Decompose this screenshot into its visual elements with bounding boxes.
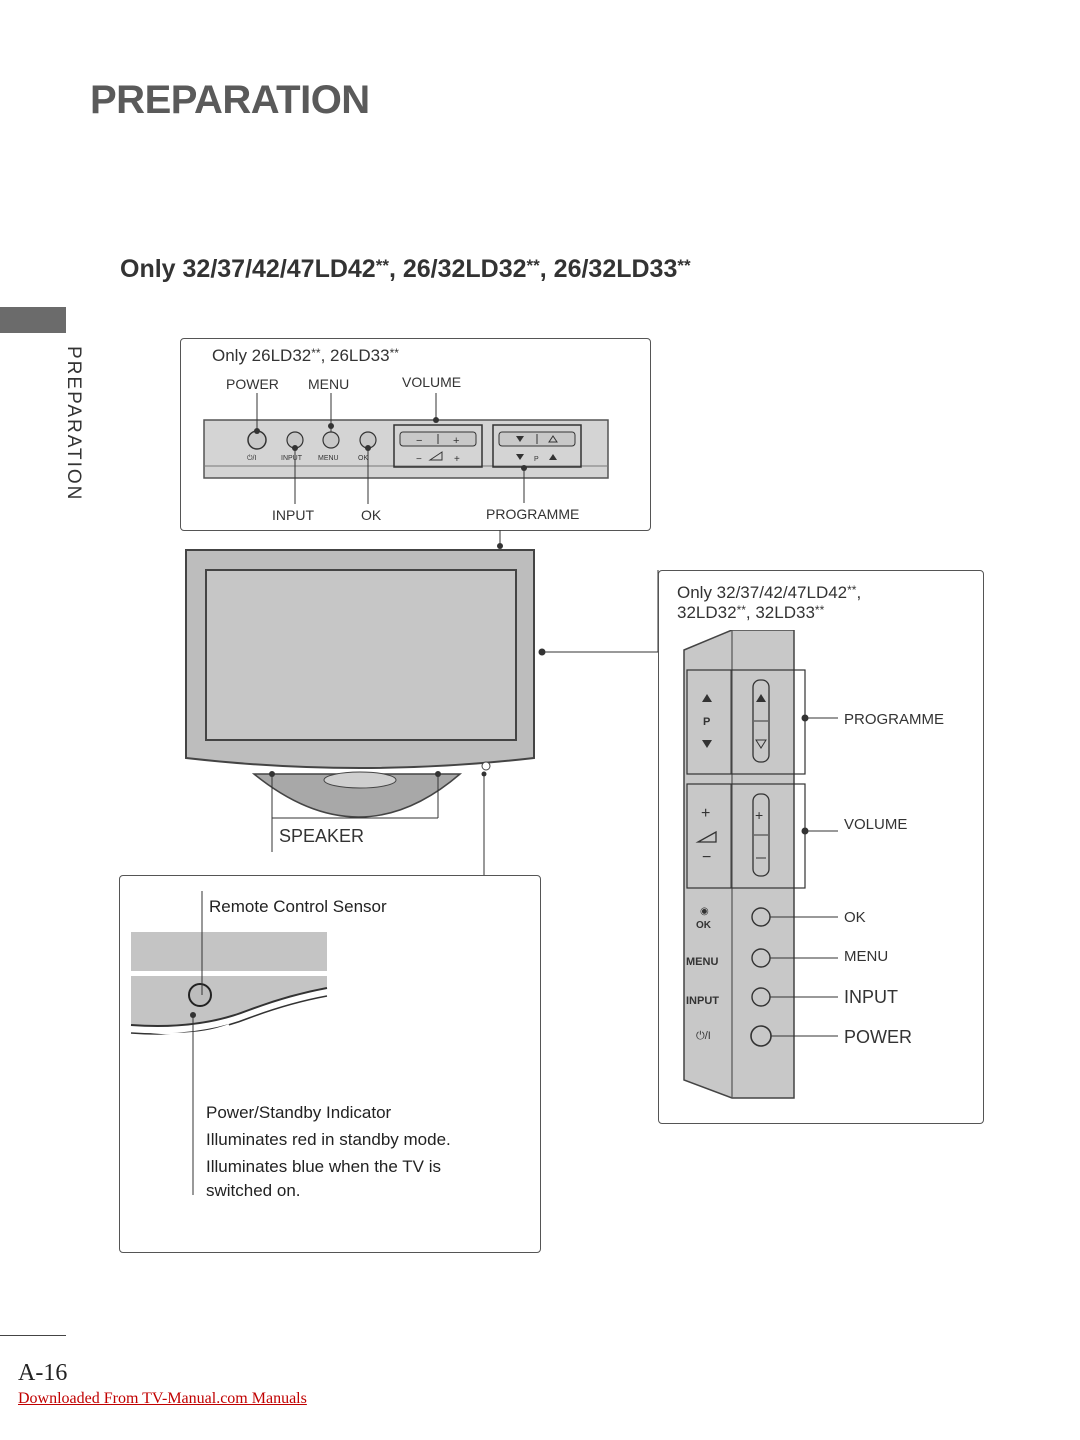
top-panel-heading-part: Only 26LD32 <box>212 346 312 365</box>
top-panel-drawing: ⏻/I INPUT MENU OK − + − + P <box>203 393 609 504</box>
svg-text:+: + <box>701 805 710 822</box>
side-panel-heading-part: 32LD32 <box>677 603 737 622</box>
svg-text:P: P <box>534 456 539 463</box>
indicator-line: Illuminates red in standby mode. <box>206 1130 451 1149</box>
remote-sensor-label: Remote Control Sensor <box>209 897 387 916</box>
side-input-label: INPUT <box>844 987 898 1007</box>
svg-text:−: − <box>416 454 422 465</box>
volume-label: VOLUME <box>402 374 462 390</box>
indicator-title: Power/Standby Indicator <box>206 1103 392 1122</box>
side-panel-heading-part: , <box>856 583 862 602</box>
section-title-stars: ** <box>526 256 540 275</box>
side-panel-text-input: INPUT <box>686 995 719 1007</box>
indicator-line: Illuminates blue when the TV is <box>206 1157 441 1176</box>
side-panel-text-power: ⏻/I <box>696 1030 711 1042</box>
top-panel-heading: Only 26LD32**, 26LD33** <box>212 346 399 366</box>
side-ok-label: OK <box>844 909 866 926</box>
indicator-line: switched on. <box>206 1181 301 1200</box>
sensor-closeup-drawing <box>130 891 328 1195</box>
page-number: A-16 <box>18 1360 68 1386</box>
side-section-label: PREPARATION <box>63 346 84 502</box>
side-panel-stars: ** <box>736 603 746 617</box>
side-panel-heading-line1: Only 32/37/42/47LD42**, <box>677 583 861 603</box>
side-power-label: POWER <box>844 1027 913 1047</box>
side-panel-text-ok: OK <box>696 920 712 931</box>
side-panel-stars: ** <box>847 583 857 597</box>
ok-label: OK <box>361 507 382 523</box>
programme-label: PROGRAMME <box>486 506 580 522</box>
side-panel-text-menu: MENU <box>686 956 718 968</box>
side-volume-label: VOLUME <box>844 816 908 833</box>
power-label: POWER <box>226 376 279 392</box>
side-panel-heading-part: , 32LD33 <box>745 603 815 622</box>
tv-drawing <box>185 530 659 875</box>
side-panel-stars: ** <box>814 603 825 617</box>
input-label: INPUT <box>272 507 314 523</box>
svg-text:+: + <box>755 807 763 823</box>
section-title-stars: ** <box>375 256 389 275</box>
svg-text:+: + <box>454 454 460 465</box>
side-menu-label: MENU <box>844 948 889 965</box>
section-title-part: Only 32/37/42/47LD42 <box>120 255 376 283</box>
side-panel-text-p: P <box>703 716 710 728</box>
footer-source-link[interactable]: Downloaded From TV-Manual.com Manuals <box>18 1390 307 1407</box>
page-number-rule <box>0 1335 66 1336</box>
panel-text-power: ⏻/I <box>247 454 256 462</box>
menu-label: MENU <box>308 376 350 392</box>
svg-text:−: − <box>416 435 422 447</box>
side-panel-heading-line2: 32LD32**, 32LD33** <box>677 603 824 623</box>
section-title: Only 32/37/42/47LD42**, 26/32LD32**, 26/… <box>120 255 691 284</box>
side-panel-drawing: P + − + ◉ OK MENU INPUT ⏻/I <box>683 630 838 1099</box>
panel-text-menu: MENU <box>318 455 339 462</box>
panel-text-ok: OK <box>358 455 368 462</box>
top-panel-heading-part: , 26LD33 <box>320 346 390 365</box>
svg-text:◉: ◉ <box>700 906 709 917</box>
section-title-part: , 26/32LD33 <box>539 255 678 283</box>
panel-text-input: INPUT <box>281 455 303 462</box>
section-title-stars: ** <box>677 256 691 275</box>
top-panel-stars: ** <box>311 346 321 360</box>
svg-text:−: − <box>702 849 711 866</box>
speaker-label: SPEAKER <box>279 826 365 846</box>
page-title: PREPARATION <box>90 78 370 122</box>
side-programme-label: PROGRAMME <box>844 711 945 728</box>
side-tab-marker <box>0 307 66 333</box>
svg-text:+: + <box>453 435 459 447</box>
top-panel-stars: ** <box>389 346 399 360</box>
section-title-part: , 26/32LD32 <box>388 255 527 283</box>
side-panel-heading-part: Only 32/37/42/47LD42 <box>677 583 848 602</box>
